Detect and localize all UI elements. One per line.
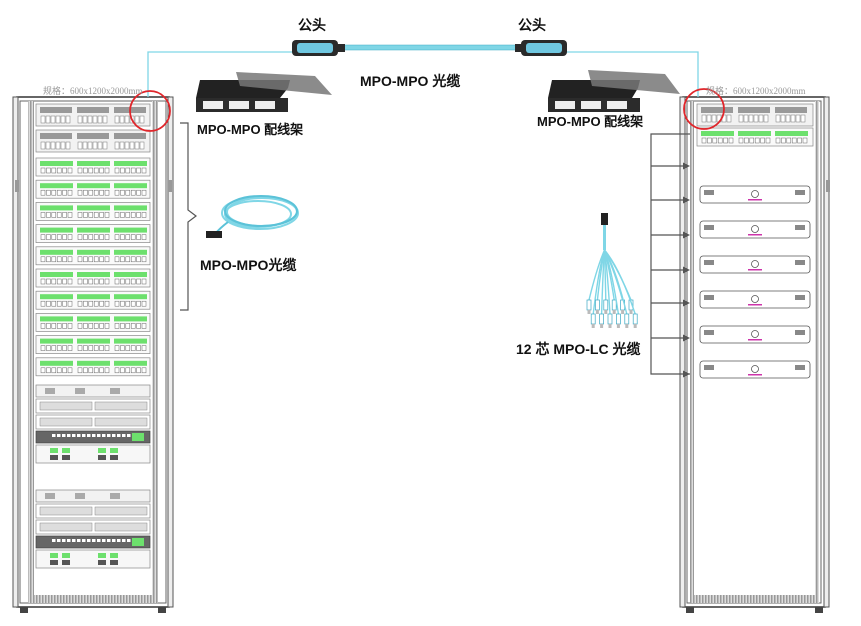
left-brace bbox=[180, 122, 197, 311]
highlight-circle bbox=[683, 88, 725, 130]
patch-panel-icon bbox=[548, 70, 680, 112]
right-cabinet-spec: 规格：600x1200x2000mm bbox=[706, 86, 806, 96]
trunk-cable bbox=[147, 44, 699, 97]
connector-left-label: 公头 bbox=[298, 17, 326, 33]
mpo-connector-left-icon bbox=[292, 40, 345, 56]
mpo-connector-right-icon bbox=[515, 40, 567, 56]
trunk-cable-label: MPO-MPO 光缆 bbox=[360, 73, 461, 89]
left-cabinet bbox=[12, 96, 174, 613]
patch-arrows bbox=[650, 133, 690, 378]
left-panel-label: MPO-MPO 配线架 bbox=[197, 122, 304, 137]
breakout-cable-label: 12 芯 MPO-LC 光缆 bbox=[516, 341, 641, 357]
patch-panel-icon bbox=[196, 72, 332, 112]
right-cabinet bbox=[679, 96, 830, 613]
cable-coil-icon bbox=[206, 195, 299, 238]
breakout-fan-icon bbox=[586, 213, 638, 328]
left-patch-cable-label: MPO-MPO光缆 bbox=[200, 257, 297, 273]
right-panel-label: MPO-MPO 配线架 bbox=[537, 114, 644, 129]
highlight-circle bbox=[129, 90, 171, 132]
left-cabinet-spec: 规格：600x1200x2000mm bbox=[43, 86, 143, 96]
connector-right-label: 公头 bbox=[518, 17, 546, 33]
